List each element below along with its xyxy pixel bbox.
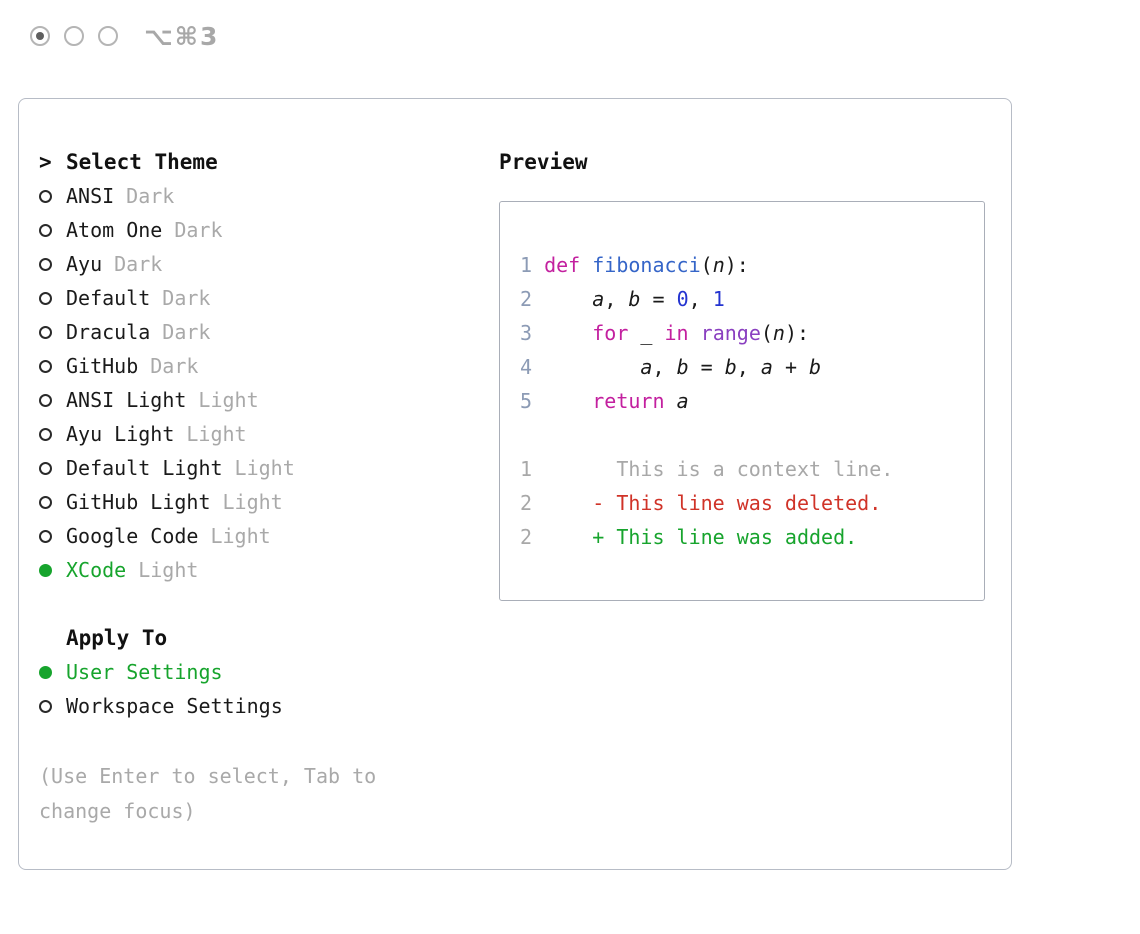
- theme-option-ansi[interactable]: ANSI Dark: [39, 179, 499, 213]
- line-number: 2: [520, 287, 545, 311]
- option-variant: Light: [198, 388, 259, 412]
- code-line: 1 def fibonacci(n):: [520, 253, 749, 277]
- line-number: 1: [520, 457, 533, 481]
- theme-option-atom-one[interactable]: Atom One Dark: [39, 213, 499, 247]
- radio-icon: [39, 699, 52, 713]
- radio-icon: [39, 291, 52, 305]
- option-label: GitHub Light: [66, 490, 211, 514]
- option-label: XCode: [66, 558, 127, 582]
- apply-option-user-settings[interactable]: User Settings: [39, 655, 499, 689]
- option-variant: Dark: [162, 320, 211, 344]
- radio-selected-icon: [39, 665, 52, 679]
- option-variant: Light: [186, 422, 247, 446]
- window-control-1[interactable]: [30, 26, 50, 46]
- radio-selected-icon: [39, 563, 52, 577]
- radio-icon: [39, 393, 52, 407]
- line-number: 3: [520, 321, 545, 345]
- apply-option-workspace-settings[interactable]: Workspace Settings: [39, 689, 499, 723]
- window-controls: [30, 26, 118, 46]
- option-variant: Dark: [114, 252, 163, 276]
- preview-diff: 1 This is a context line. 2 - This line w…: [520, 452, 968, 554]
- code-line: 3 for _ in range(n):: [520, 321, 810, 345]
- shortcut-label: ⌥⌘3: [144, 21, 220, 51]
- code-line: 4 a, b = b, a + b: [520, 355, 822, 379]
- theme-option-github-light[interactable]: GitHub Light Light: [39, 485, 499, 519]
- diff-line-context: 1 This is a context line.: [520, 457, 894, 481]
- cursor-icon: >: [39, 150, 52, 174]
- option-variant: Light: [138, 558, 199, 582]
- diff-line-added: 2 + This line was added.: [520, 525, 858, 549]
- window-control-3[interactable]: [98, 26, 118, 46]
- line-number: 1: [520, 253, 545, 277]
- radio-icon: [39, 427, 52, 441]
- option-label: Default Light: [66, 456, 223, 480]
- diff-line-deleted: 2 - This line was deleted.: [520, 491, 882, 515]
- radio-icon: [39, 325, 52, 339]
- option-variant: Dark: [162, 286, 211, 310]
- option-label: Ayu: [66, 252, 103, 276]
- theme-option-ansi-light[interactable]: ANSI Light Light: [39, 383, 499, 417]
- apply-to-title: Apply To: [39, 621, 499, 655]
- code-line: 2 a, b = 0, 1: [520, 287, 725, 311]
- line-number: 2: [520, 525, 533, 549]
- radio-icon: [39, 189, 52, 203]
- theme-option-default[interactable]: Default Dark: [39, 281, 499, 315]
- radio-icon: [39, 529, 52, 543]
- theme-option-default-light[interactable]: Default Light Light: [39, 451, 499, 485]
- line-number: 4: [520, 355, 545, 379]
- option-variant: Dark: [174, 218, 223, 242]
- preview-title: Preview: [499, 150, 588, 174]
- line-number: 2: [520, 491, 533, 515]
- code-line: 5 return a: [520, 389, 689, 413]
- theme-option-ayu-light[interactable]: Ayu Light Light: [39, 417, 499, 451]
- window-control-2[interactable]: [64, 26, 84, 46]
- option-variant: Light: [222, 490, 283, 514]
- option-label: ANSI Light: [66, 388, 187, 412]
- radio-icon: [39, 359, 52, 373]
- option-label: Workspace Settings: [66, 694, 283, 718]
- theme-option-ayu[interactable]: Ayu Dark: [39, 247, 499, 281]
- apply-to-label: Apply To: [66, 626, 168, 650]
- select-theme-label: Select Theme: [66, 150, 218, 174]
- option-variant: Light: [210, 524, 271, 548]
- option-label: Google Code: [66, 524, 199, 548]
- option-variant: Dark: [126, 184, 175, 208]
- select-theme-title: > Select Theme: [39, 145, 499, 179]
- theme-option-dracula[interactable]: Dracula Dark: [39, 315, 499, 349]
- option-label: Ayu Light: [66, 422, 175, 446]
- option-label: Dracula: [66, 320, 151, 344]
- line-number: 5: [520, 389, 545, 413]
- radio-icon: [39, 461, 52, 475]
- option-label: GitHub: [66, 354, 139, 378]
- theme-option-xcode[interactable]: XCode Light: [39, 553, 499, 587]
- theme-option-github[interactable]: GitHub Dark: [39, 349, 499, 383]
- option-label: Default: [66, 286, 151, 310]
- preview-column: Preview 1 def fibonacci(n): 2 a, b = 0, 1…: [499, 145, 985, 869]
- option-variant: Dark: [150, 354, 199, 378]
- theme-option-google-code[interactable]: Google Code Light: [39, 519, 499, 553]
- preview-code: 1 def fibonacci(n): 2 a, b = 0, 1 3 for _ …: [520, 248, 968, 418]
- option-label: Atom One: [66, 218, 163, 242]
- hint-text: (Use Enter to select, Tab to change focu…: [39, 764, 377, 823]
- option-label: ANSI: [66, 184, 115, 208]
- radio-icon: [39, 257, 52, 271]
- radio-icon: [39, 495, 52, 509]
- option-label: User Settings: [66, 660, 223, 684]
- option-variant: Light: [234, 456, 295, 480]
- preview-box: 1 def fibonacci(n): 2 a, b = 0, 1 3 for _ …: [499, 201, 985, 601]
- radio-icon: [39, 223, 52, 237]
- titlebar: ⌥⌘3: [0, 0, 1140, 51]
